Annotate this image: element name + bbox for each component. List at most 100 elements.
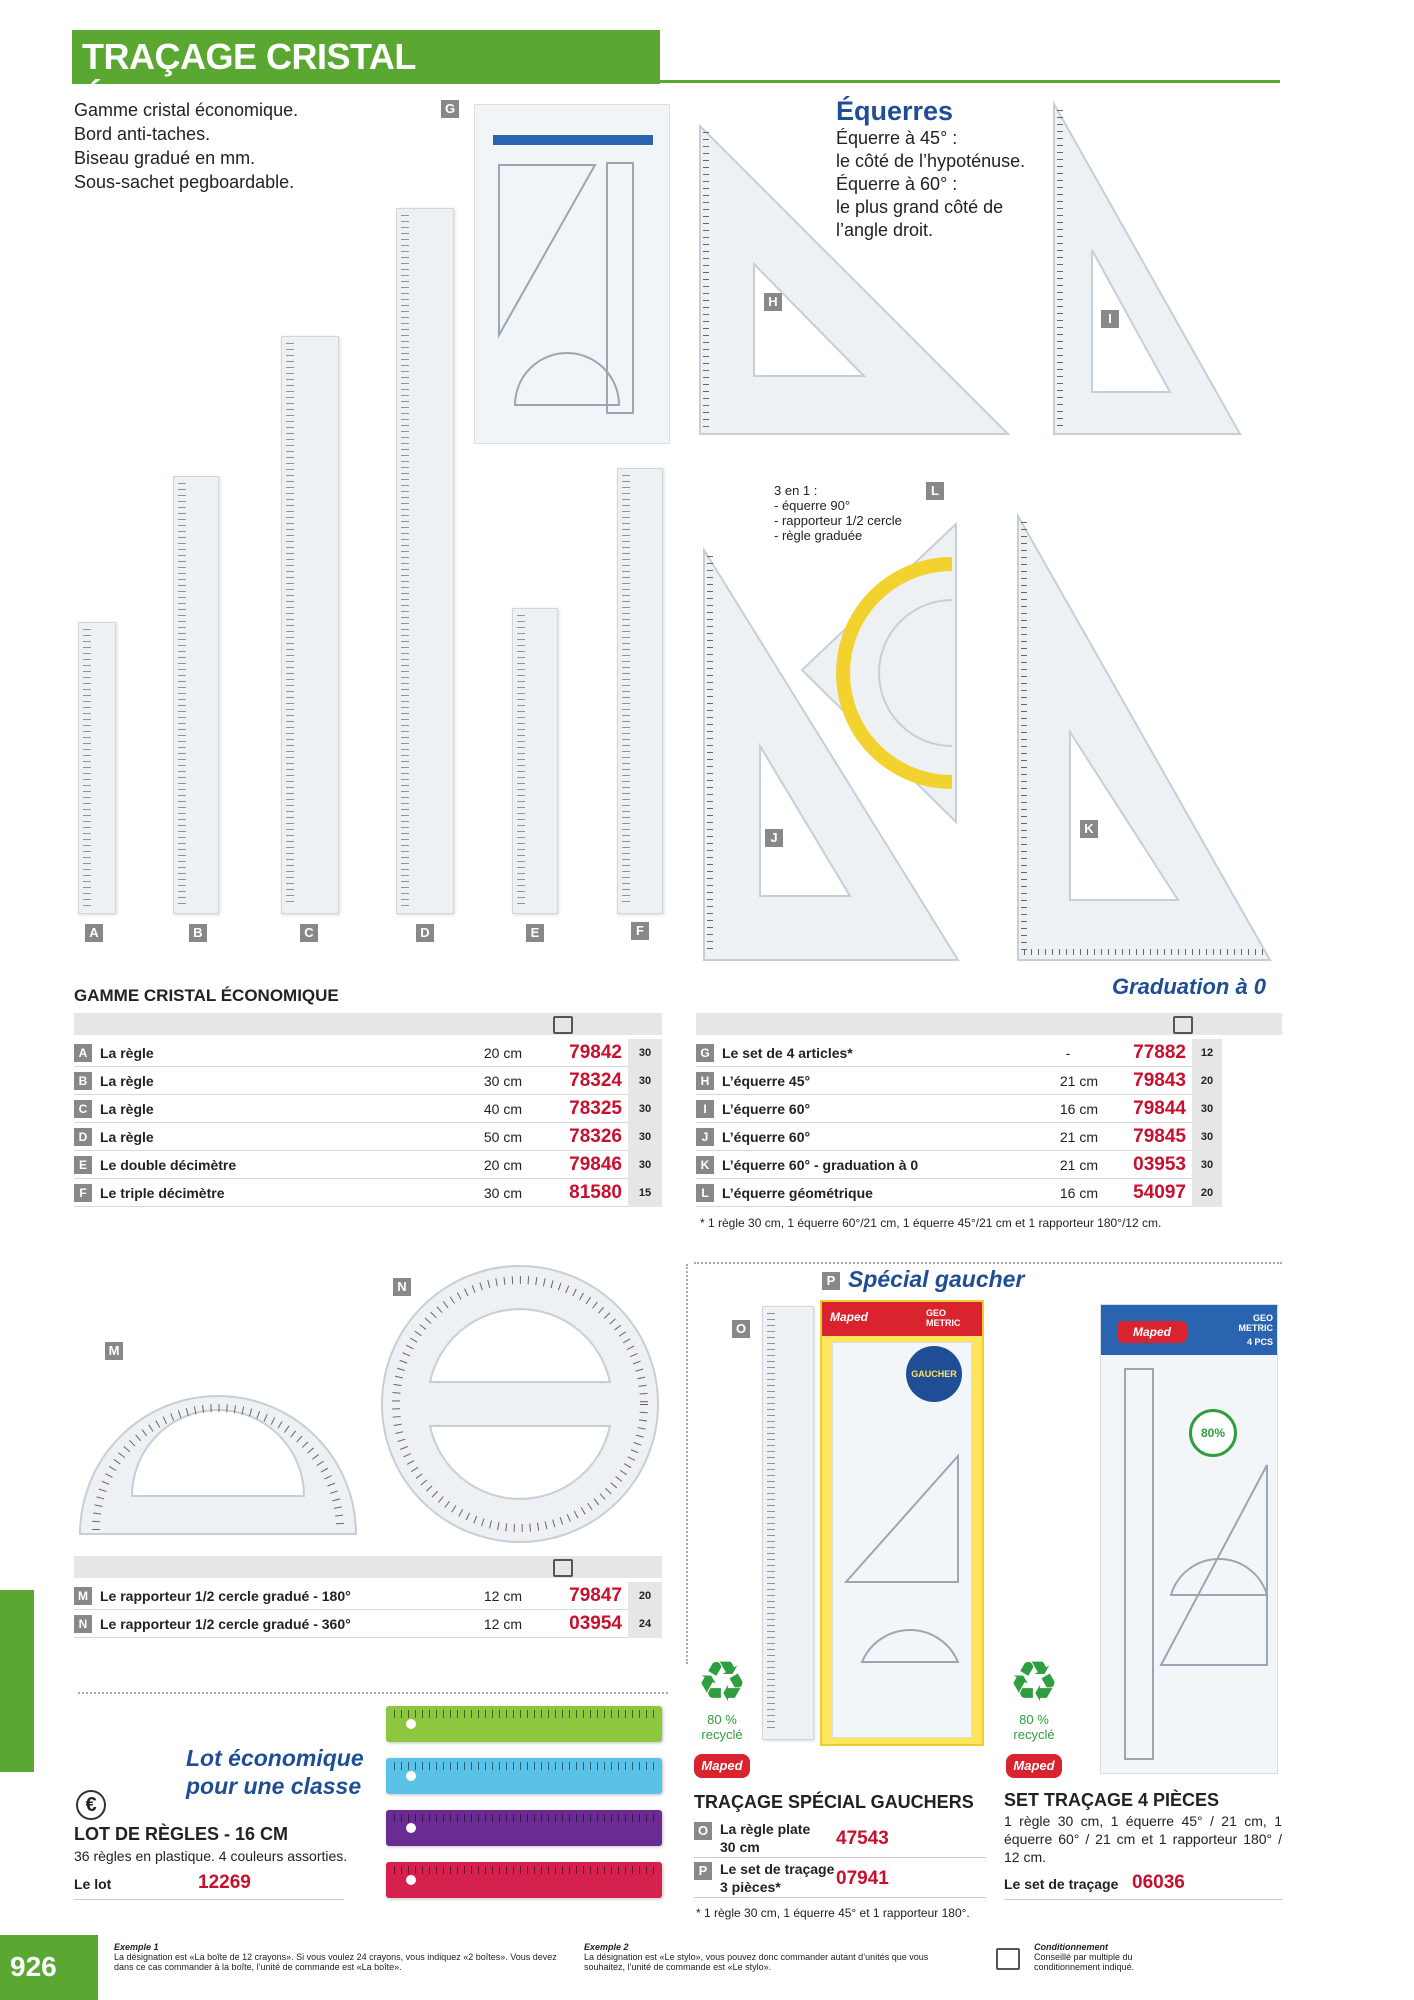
row-code: 79847 [569, 1584, 622, 1606]
right-table-heading: Graduation à 0 [1112, 974, 1267, 999]
row-code: 79846 [569, 1153, 622, 1175]
maped-logo: Maped [694, 1754, 750, 1778]
row-code: 54097 [1133, 1181, 1186, 1203]
right-table-footnote: * 1 règle 30 cm, 1 équerre 60°/21 cm, 1 … [700, 1216, 1162, 1230]
row-description: La règle [100, 1128, 154, 1145]
row-size: 21 cm [1059, 1128, 1098, 1145]
recycle-label: recyclé [701, 1727, 743, 1742]
row-qty: 30 [628, 1122, 662, 1151]
row-description: La règle [100, 1100, 154, 1117]
recycle-label: recyclé [1013, 1727, 1055, 1742]
ruler-blue [386, 1758, 662, 1794]
row-letter: O [694, 1822, 712, 1840]
maped-logo: Maped [1006, 1754, 1062, 1778]
table-row: H L’équerre 45° 21 cm 79843 20 [696, 1066, 1222, 1095]
row-letter: B [74, 1071, 92, 1090]
table-row: C La règle 40 cm 78325 30 [74, 1094, 662, 1123]
footer-conditioning-title: Conditionnement [1034, 1942, 1108, 1952]
row-code: 79844 [1133, 1097, 1186, 1119]
row-size: - [1065, 1044, 1071, 1061]
set4-pack-sub: 4 PCS [1246, 1337, 1273, 1347]
row-qty: 30 [628, 1094, 662, 1123]
equerres-line: Équerre à 45° : [836, 128, 958, 148]
ruler-purple [386, 1810, 662, 1846]
table-row: K L’équerre 60° - graduation à 0 21 cm 0… [696, 1150, 1222, 1179]
gaucher-pack-image: Maped GEO METRIC GAUCHER [820, 1300, 984, 1746]
label-l: L [926, 482, 944, 500]
equerre-l-image [800, 521, 957, 825]
row-description: Le double décimètre [100, 1156, 237, 1173]
row-description: Le rapporteur 1/2 cercle gradué - 360° [100, 1615, 351, 1632]
left-table-header-bar [74, 1013, 662, 1035]
ruler-o-image [762, 1306, 814, 1740]
protractor-table: M Le rapporteur 1/2 cercle gradué - 180°… [74, 1581, 662, 1638]
protractor-n-image [381, 1265, 659, 1543]
gaucher-pack-label: GEO METRIC [926, 1308, 961, 1328]
row-description: Le rapporteur 1/2 cercle gradué - 180° [100, 1587, 351, 1604]
row-qty: 20 [1192, 1178, 1222, 1207]
right-table-header-bar [696, 1013, 1282, 1035]
row-description-line: 3 pièces* [720, 1879, 781, 1895]
label-f: F [631, 922, 649, 940]
three-in-one-line: 3 en 1 : [774, 483, 818, 498]
table-row: J L’équerre 60° 21 cm 79845 30 [696, 1122, 1222, 1151]
gaucher-title: TRAÇAGE SPÉCIAL GAUCHERS [694, 1792, 974, 1812]
row-code: 79843 [1133, 1069, 1186, 1091]
section-divider [686, 1264, 688, 1664]
row-description: La règle plate 30 cm [720, 1820, 810, 1856]
row-size: 40 cm [483, 1100, 522, 1117]
row-qty: 30 [628, 1066, 662, 1095]
gaucher-pack-header [822, 1302, 982, 1336]
row-qty: 30 [1192, 1122, 1222, 1151]
row-description: Le set de 4 articles* [722, 1044, 853, 1061]
row-letter: L [696, 1183, 714, 1202]
row-code: 77882 [1133, 1041, 1186, 1063]
row-letter: N [74, 1614, 92, 1633]
footer-example-2-title: Exemple 2 [584, 1942, 629, 1952]
intro-line: Gamme cristal économique. [74, 100, 299, 120]
set4-title: SET TRAÇAGE 4 PIÈCES [1004, 1790, 1220, 1810]
label-p: P [822, 1272, 840, 1290]
package-icon [1173, 1016, 1193, 1034]
three-in-one-line: - rapporteur 1/2 cercle [774, 513, 902, 528]
row-qty: 20 [1192, 1066, 1222, 1095]
footer-example-2: Exemple 2 La désignation est «Le stylo»,… [584, 1942, 964, 1972]
lot-title: LOT DE RÈGLES - 16 CM [74, 1824, 289, 1844]
page-title: TRAÇAGE CRISTAL ÉCONOMIQUE [72, 30, 660, 119]
equerres-title: Équerres [836, 96, 954, 126]
row-letter: P [694, 1862, 712, 1880]
recycle-percent: 80 % [1019, 1712, 1049, 1727]
table-row: M Le rapporteur 1/2 cercle gradué - 180°… [74, 1581, 662, 1610]
section-divider [78, 1692, 668, 1694]
row-description-line: 30 cm [720, 1839, 760, 1855]
row-size: 21 cm [1059, 1156, 1098, 1173]
ruler-hole [406, 1719, 416, 1729]
row-letter: H [696, 1071, 714, 1090]
equerres-info: Équerres Équerre à 45° : le côté de l’hy… [836, 96, 1025, 242]
row-code: 78326 [569, 1125, 622, 1147]
ruler-a-image [78, 622, 116, 914]
recycle-icon: ♻ [696, 1650, 748, 1713]
row-letter: D [74, 1127, 92, 1146]
gaucher-pack-brand: Maped [830, 1310, 869, 1324]
row-code: 81580 [569, 1181, 622, 1203]
label-n: N [393, 1278, 411, 1296]
row-letter: A [74, 1043, 92, 1062]
package-icon [553, 1016, 573, 1034]
row-code: 78324 [569, 1069, 622, 1091]
row-letter: F [74, 1183, 92, 1202]
equerre-h-image [699, 123, 1011, 435]
row-size: 12 cm [483, 1587, 522, 1604]
equerre-j-image [703, 546, 960, 961]
equerres-description: Équerre à 45° : le côté de l’hypoténuse.… [836, 127, 1025, 242]
label-c: C [300, 924, 318, 942]
table-row: I L’équerre 60° 16 cm 79844 30 [696, 1094, 1222, 1123]
equerres-line: l’angle droit. [836, 220, 934, 240]
row-description: Le set de traçage 3 pièces* [720, 1860, 834, 1896]
row-description-line: La règle plate [720, 1821, 811, 1837]
ruler-hole [406, 1823, 416, 1833]
lot-code: 12269 [198, 1872, 251, 1893]
row-letter: G [696, 1043, 714, 1062]
recycle-percent: 80 % [707, 1712, 737, 1727]
gaucher-row: P Le set de traçage 3 pièces* 07941 [694, 1860, 986, 1898]
